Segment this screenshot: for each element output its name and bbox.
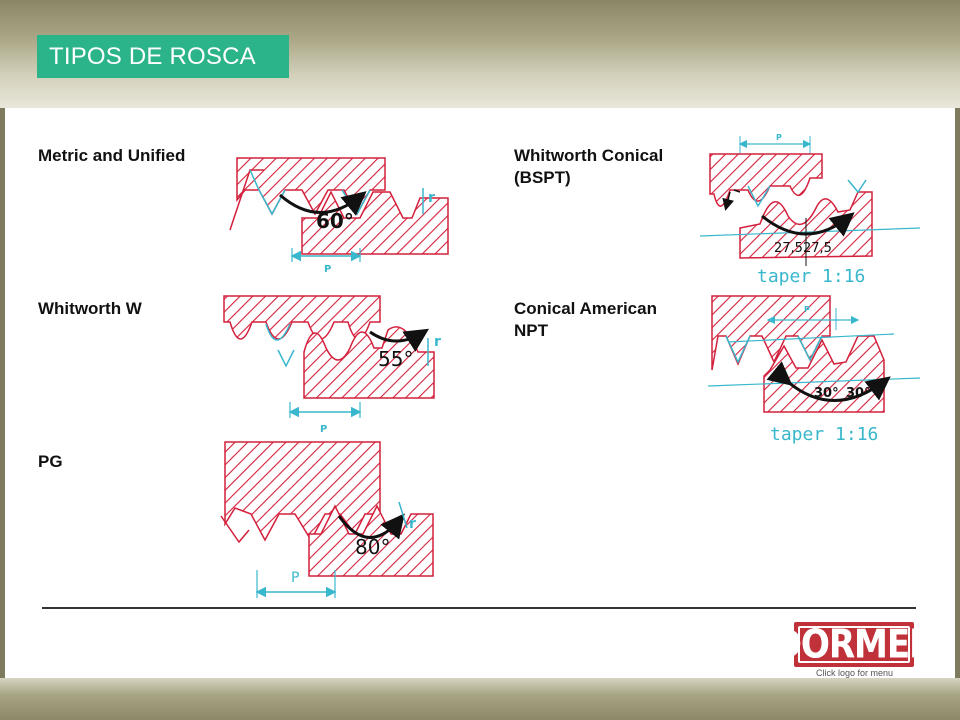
pg-top-part <box>224 441 381 542</box>
bspt-pitch: P <box>776 133 782 142</box>
diagram-pg: 80° r P <box>220 441 434 598</box>
whitworth-top-part <box>223 295 381 340</box>
logo-border <box>798 626 910 663</box>
footer-caption: Click logo for menu <box>816 668 894 678</box>
diagram-bspt: P 27,527,5 taper 1:16 <box>700 133 921 287</box>
npt-taper: taper 1:16 <box>770 424 878 445</box>
pg-bottom-part <box>308 504 434 577</box>
npt-pitch: P <box>804 305 810 314</box>
bspt-taper: taper 1:16 <box>757 266 865 287</box>
metric-pitch: P <box>324 264 331 275</box>
metric-radius: r <box>428 190 435 206</box>
label-npt-line2: NPT <box>514 321 548 340</box>
diagram-whitworth: 55° r P <box>223 295 441 435</box>
whitworth-pitch: P <box>320 424 327 435</box>
bottom-frame <box>0 678 960 720</box>
footer-divider <box>42 607 916 609</box>
whitworth-angle: 55° <box>378 347 413 371</box>
dormer-logo[interactable]: DORMER <box>774 622 936 668</box>
slide-title: TIPOS DE ROSCA <box>37 35 289 78</box>
metric-top-part <box>236 157 386 216</box>
label-metric: Metric and Unified <box>38 146 186 165</box>
diagram-metric: 60° r P <box>229 157 449 275</box>
pg-radius: r <box>409 516 416 532</box>
pg-angle: 80° <box>355 535 390 559</box>
whitworth-radius: r <box>434 334 441 350</box>
diagram-npt: P 30° 30° taper 1:16 <box>707 295 921 445</box>
logo-text: DORMER <box>773 621 936 668</box>
label-npt-line1: Conical American <box>514 299 657 318</box>
label-bspt-line2: (BSPT) <box>514 168 571 187</box>
metric-angle: 60° <box>316 209 354 233</box>
npt-angle-left: 30° <box>814 386 839 401</box>
label-pg: PG <box>38 452 63 471</box>
npt-angle-right: 30° <box>846 386 871 401</box>
bspt-angle: 27,527,5 <box>774 241 832 256</box>
label-bspt-line1: Whitworth Conical <box>514 146 664 165</box>
label-whitworth: Whitworth W <box>38 299 142 318</box>
bspt-top-part <box>709 153 823 207</box>
pg-pitch: P <box>291 570 299 586</box>
